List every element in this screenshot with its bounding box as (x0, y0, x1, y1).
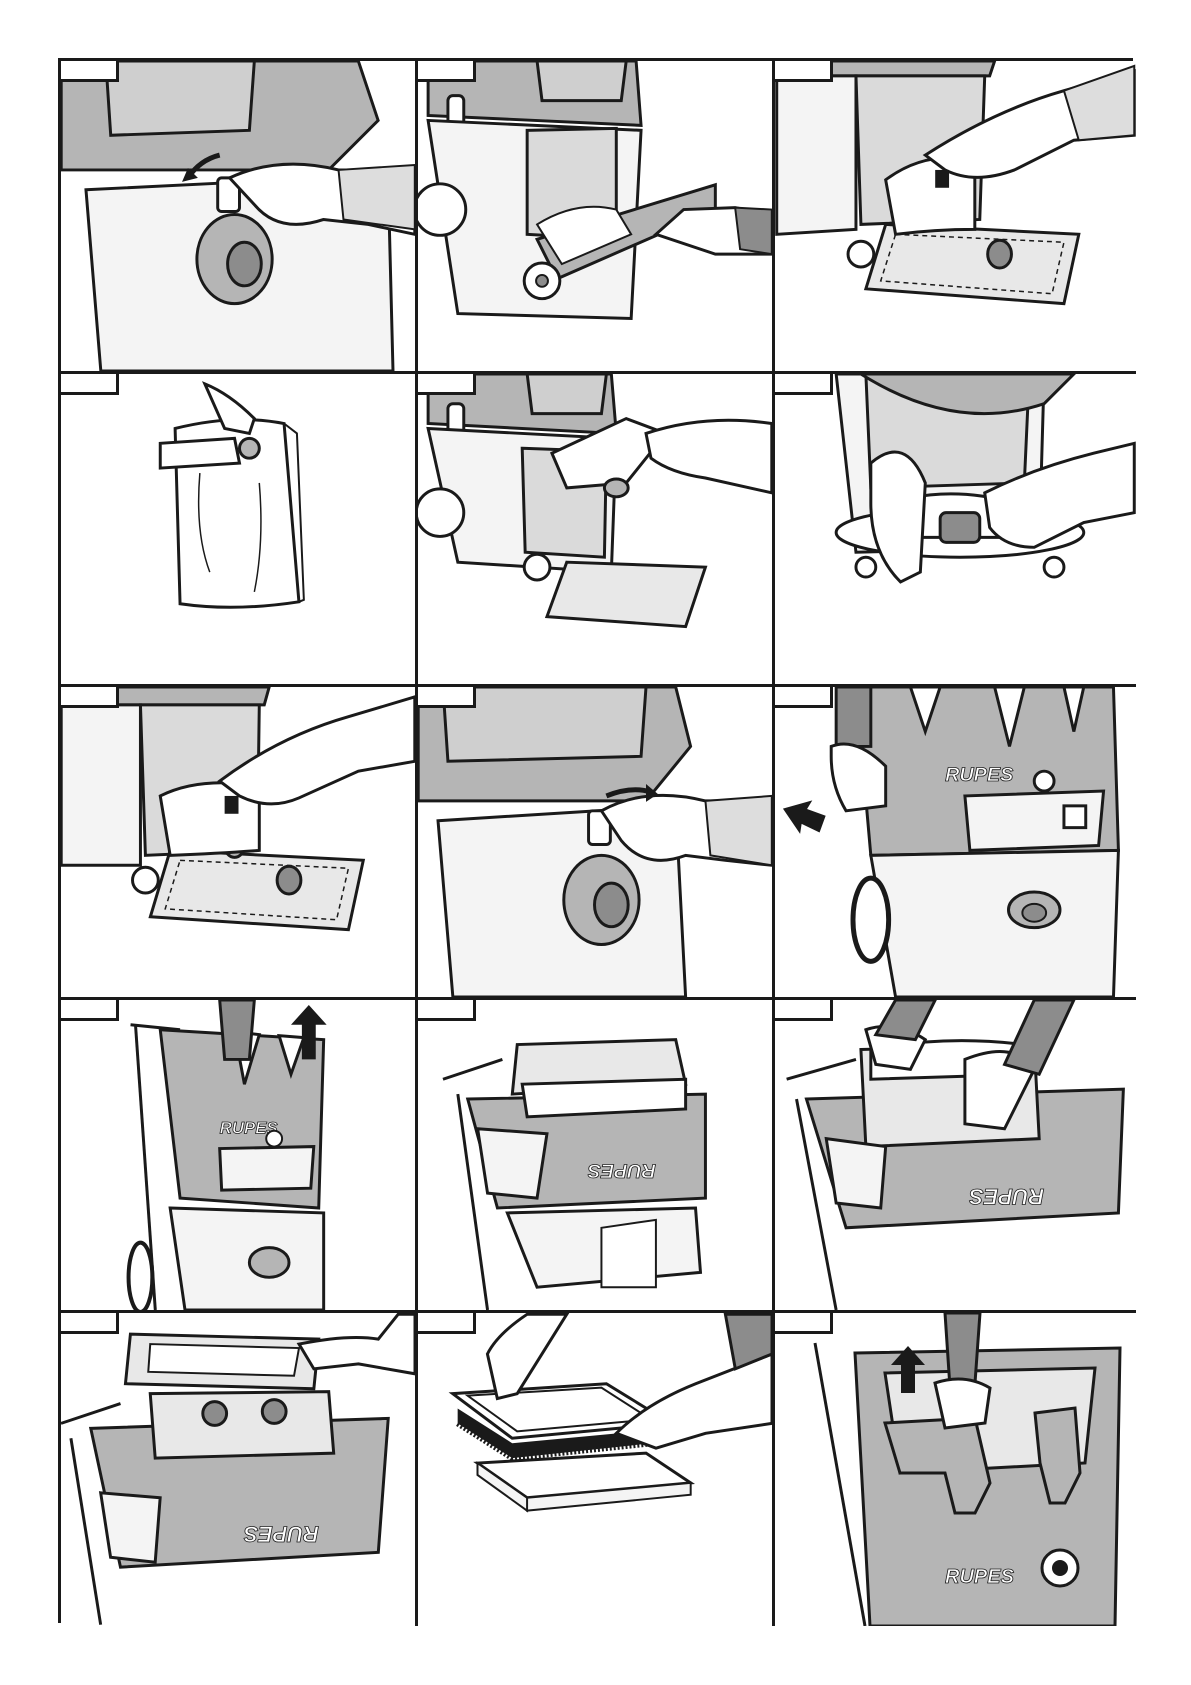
panel-11: RUPES (418, 1000, 775, 1313)
panel-15: RUPES (775, 1313, 1136, 1626)
open-door-illustration (418, 61, 772, 371)
brand-logo: RUPES (243, 1522, 319, 1547)
panel-4 (61, 374, 418, 687)
head-inverted-illustration: RUPES (418, 1000, 772, 1310)
step-tab (418, 687, 476, 708)
panel-2 (418, 61, 775, 374)
bag-fitted-illustration (61, 687, 415, 997)
brand-logo: RUPES (945, 1566, 1015, 1588)
step-tab (418, 1000, 476, 1021)
remove-bag-illustration (775, 61, 1136, 371)
remove-inner-illustration: RUPES (775, 1313, 1136, 1626)
step-tab (61, 687, 119, 708)
step-tab (418, 1313, 476, 1334)
step-tab (61, 61, 119, 82)
panel-6 (775, 374, 1136, 687)
panel-1 (61, 61, 418, 374)
release-clips-illustration: RUPES (775, 687, 1136, 997)
panel-10: RUPES (61, 1000, 418, 1313)
lift-cover-illustration: RUPES (61, 1313, 415, 1626)
step-tab (61, 374, 119, 395)
insert-bag-illustration (418, 374, 772, 684)
step-tab (775, 1313, 833, 1334)
step-tab (775, 374, 833, 395)
brand-logo: RUPES (945, 764, 1013, 786)
panel-13: RUPES (61, 1313, 418, 1626)
panel-12: RUPES (775, 1000, 1136, 1313)
latch-close-illustration (418, 687, 772, 997)
panel-5 (418, 374, 775, 687)
step-tab (775, 1000, 833, 1021)
latch-open-illustration (61, 61, 415, 371)
step-tab (418, 61, 476, 82)
step-tab (418, 374, 476, 395)
lift-head-illustration: RUPES (61, 1000, 415, 1310)
panel-7 (61, 687, 418, 1000)
illustration-grid: RUPES RUPES (58, 58, 1133, 1623)
step-tab (61, 1000, 119, 1021)
step-tab (61, 1313, 119, 1334)
step-tab (775, 687, 833, 708)
brand-logo: RUPES (588, 1159, 656, 1181)
panel-9: RUPES (775, 687, 1136, 1000)
panel-3 (775, 61, 1136, 374)
close-bag-illustration (61, 374, 415, 684)
panel-8 (418, 687, 775, 1000)
panel-14 (418, 1313, 775, 1626)
brand-logo: RUPES (969, 1184, 1044, 1209)
fit-collar-illustration (775, 374, 1136, 684)
grip-filter-illustration: RUPES (775, 1000, 1136, 1310)
clean-filter-illustration (418, 1313, 772, 1626)
step-tab (775, 61, 833, 82)
